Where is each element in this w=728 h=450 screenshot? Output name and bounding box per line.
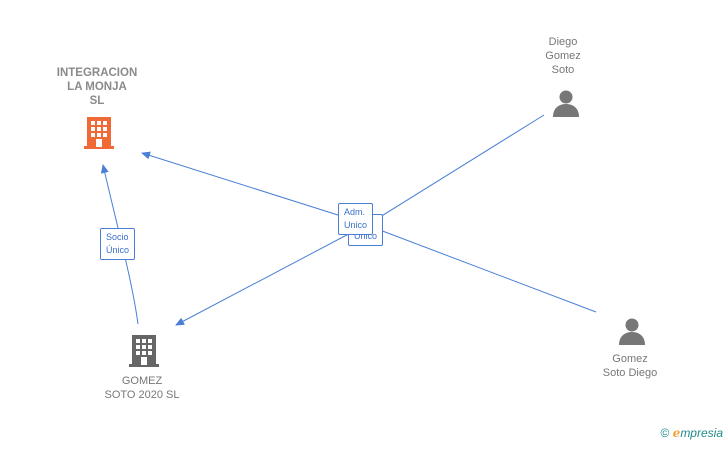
label-line: LA MONJA xyxy=(67,81,127,93)
copyright-symbol: © xyxy=(660,426,670,440)
person-gomez-soto-diego-label: Gomez Soto Diego xyxy=(590,352,670,380)
label-line: SL xyxy=(89,95,105,107)
person-diego-gomez-soto-label: Diego Gomez Soto xyxy=(525,35,601,77)
brand-name: mpresia xyxy=(680,426,723,440)
edge-hub-to-gomezsoto2020 xyxy=(175,227,361,326)
label-line: Soto xyxy=(551,64,575,76)
edge-label-socio-unico[interactable]: Socio Único xyxy=(100,228,136,260)
label-line: Soto Diego xyxy=(602,367,658,379)
edge-label-adm-unico[interactable]: Adm. Unico xyxy=(338,203,374,235)
label-line: SOTO 2020 SL xyxy=(104,389,180,401)
company-integracion-label: INTEGRACION LA MONJA SL xyxy=(42,66,152,108)
edge-label-line: Unico xyxy=(354,231,378,241)
label-line: Gomez xyxy=(545,50,581,62)
edge-label-line: Unico xyxy=(344,220,368,230)
edge-diego-to-hub xyxy=(371,114,545,223)
edge-label-line: Socio xyxy=(106,232,129,242)
label-line: GOMEZ xyxy=(121,375,163,387)
edge-label-line: Único xyxy=(106,245,130,255)
edge-gomezdiego-to-hub xyxy=(371,226,597,313)
building-icon[interactable] xyxy=(83,116,115,150)
brand-initial: e xyxy=(672,426,681,440)
company-gomez-soto-2020-label: GOMEZ SOTO 2020 SL xyxy=(86,374,198,402)
person-icon[interactable] xyxy=(551,88,581,118)
edge-hub-to-integracion xyxy=(141,151,361,223)
label-line: Gomez xyxy=(612,353,648,365)
label-line: Diego xyxy=(548,36,578,48)
building-icon[interactable] xyxy=(128,334,160,368)
empresia-logo[interactable]: © empresia xyxy=(660,426,723,440)
label-line: INTEGRACION xyxy=(56,67,138,79)
edge-label-line: Adm. xyxy=(344,207,366,217)
person-icon[interactable] xyxy=(617,316,647,346)
